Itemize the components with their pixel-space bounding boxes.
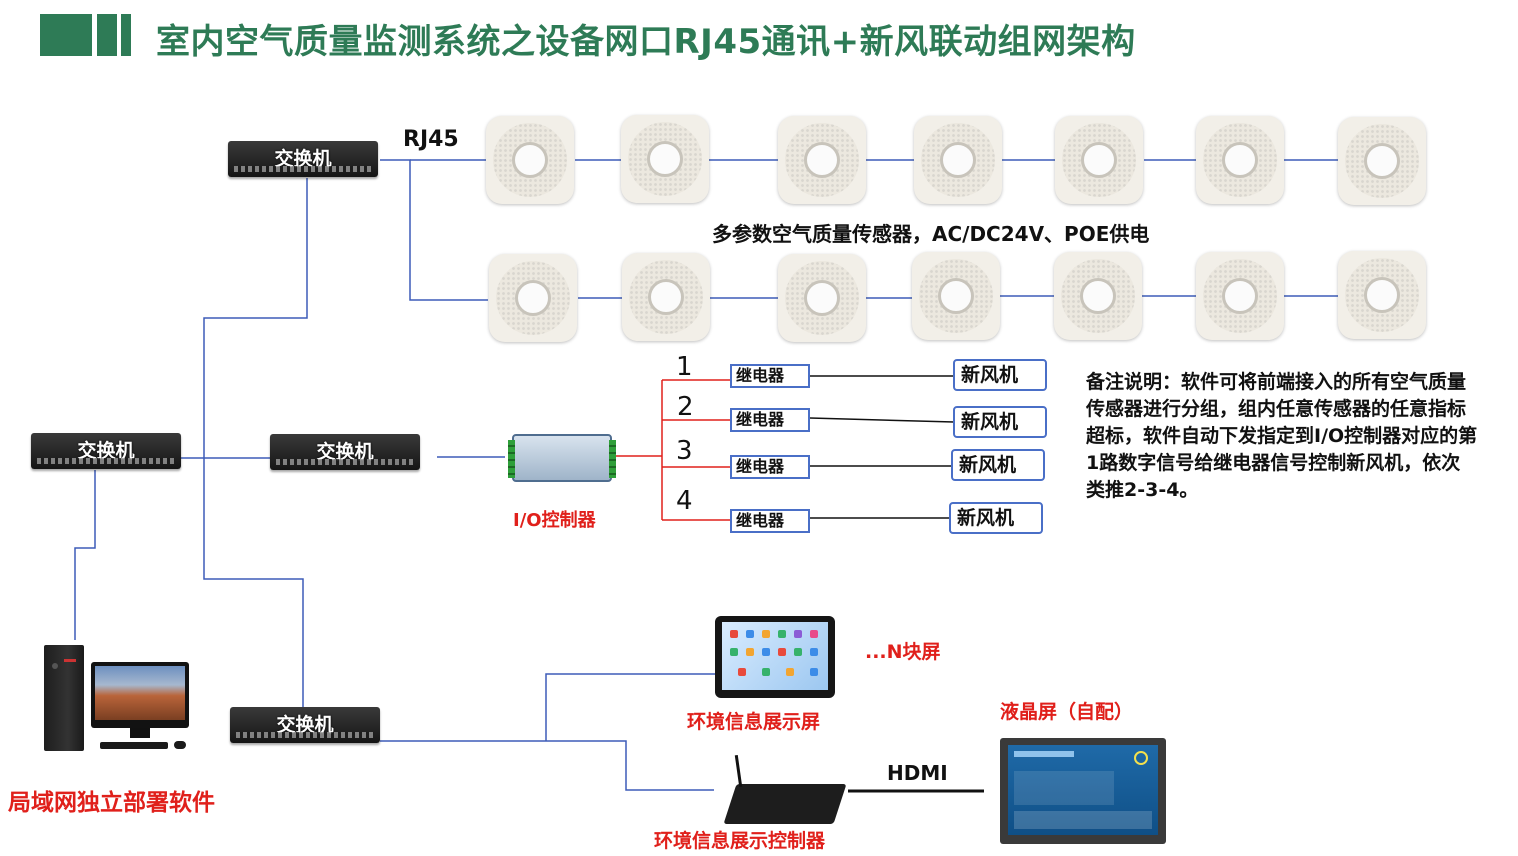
title-logo-block-1 [40, 14, 92, 56]
air-sensor [486, 116, 574, 204]
relay-number: 4 [676, 486, 693, 516]
wire-trunk-to-bottom-switch [203, 458, 304, 707]
pc-tower [44, 645, 84, 751]
air-sensor [1196, 252, 1284, 340]
wire-left-switch-to-pc [74, 470, 96, 640]
relay-box: 继电器 [730, 408, 810, 432]
relay-box: 继电器 [730, 455, 810, 479]
lcd-screen-device [1000, 738, 1166, 844]
wire-to-player [546, 740, 714, 791]
page-title: 室内空气质量监测系统之设备网口RJ45通讯+新风联动组网架构 [156, 22, 1136, 62]
remark-note: 备注说明：软件可将前端接入的所有空气质量传感器进行分组，组内任意传感器的任意指标… [1086, 371, 1478, 501]
relay-number: 1 [676, 352, 693, 382]
io-controller-device [508, 434, 616, 482]
air-sensor [489, 254, 577, 342]
display-screen-label: 环境信息展示屏 [687, 711, 821, 733]
air-sensor [778, 254, 866, 342]
air-sensor [778, 116, 866, 204]
software-label: 局域网独立部署软件 [8, 790, 215, 816]
air-sensor [1055, 116, 1143, 204]
rj45-label: RJ45 [403, 127, 459, 152]
relay-number: 2 [677, 392, 694, 422]
sensor-caption: 多参数空气质量传感器，AC/DC24V、POE供电 [712, 222, 1150, 246]
fresh-air-fan-box: 新风机 [953, 406, 1047, 438]
relay-box: 继电器 [730, 509, 810, 533]
pc-monitor [91, 662, 189, 728]
mouse [174, 741, 186, 749]
wire-top-switch-to-trunk [203, 178, 308, 458]
fresh-air-fan-box: 新风机 [949, 502, 1043, 534]
title-logo-block-3 [121, 14, 131, 56]
air-sensor [1338, 117, 1426, 205]
relay-box: 继电器 [730, 364, 810, 388]
air-sensor [622, 253, 710, 341]
air-sensor [914, 116, 1002, 204]
air-sensor [1054, 252, 1142, 340]
switch-bottom: 交换机 [230, 707, 380, 743]
hdmi-label: HDMI [887, 761, 948, 785]
switch-top-label: 交换机 [274, 148, 332, 170]
air-sensor [1196, 116, 1284, 204]
io-controller-label: I/O控制器 [513, 510, 596, 531]
wire-to-tablet [545, 673, 716, 741]
fresh-air-fan-box: 新风机 [951, 449, 1045, 481]
relay-number: 3 [676, 436, 693, 466]
display-tablet [715, 616, 835, 698]
switch-left-label: 交换机 [77, 440, 135, 462]
fresh-air-fan-box: 新风机 [953, 359, 1047, 391]
air-sensor [1338, 251, 1426, 339]
switch-left: 交换机 [31, 433, 181, 469]
n-screens-label: ...N块屏 [865, 641, 941, 663]
monitor-stand [130, 728, 150, 738]
display-controller-device [723, 784, 847, 824]
air-sensor [621, 115, 709, 203]
display-controller-label: 环境信息展示控制器 [654, 830, 826, 852]
wire-rj45-bus [380, 159, 488, 301]
title-logo-block-2 [97, 14, 117, 56]
switch-top: 交换机 [228, 141, 378, 177]
switch-middle: 交换机 [270, 434, 420, 470]
keyboard [100, 742, 168, 749]
switch-middle-label: 交换机 [316, 441, 374, 463]
air-sensor [912, 252, 1000, 340]
lcd-label: 液晶屏（自配） [1000, 701, 1134, 723]
switch-bottom-label: 交换机 [276, 714, 334, 736]
